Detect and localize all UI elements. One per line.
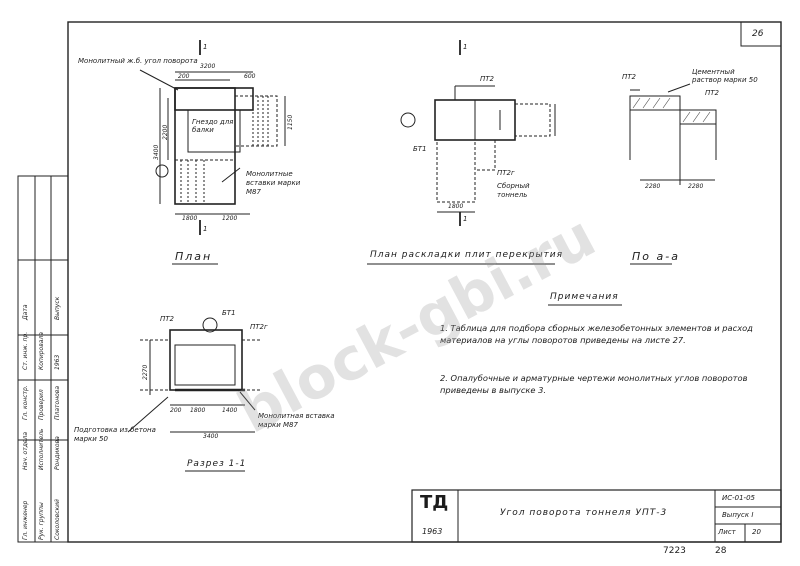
side-stamp-col1-3: Ст. инж. пр. [22,331,29,370]
plan-dim-5: 1150 [287,114,294,130]
side-stamp-col3-1: Рондикова [54,436,61,470]
s11-label-bt1: БТ1 [222,309,236,317]
plan-dim-3: 3400 [153,144,160,160]
notes-heading: Примечания [550,292,619,302]
aa-label-mortar: Цементный раствор марки 50 [692,68,758,84]
layout-dim-0: 1800 [448,203,464,210]
layout-title: План раскладки плит перекрытия [370,250,564,260]
s11-dim-0: 2270 [142,364,149,380]
layout-label-bt1: БТ1 [413,145,427,153]
side-stamp-col1-4: Дата [22,304,29,320]
s11-dim-1: 200 [170,407,182,414]
stamp-code: ИС-01-05 [722,494,755,502]
plan-dim-1: 200 [178,73,190,80]
s11-title: Разрез 1-1 [187,459,247,469]
s11-label-insert: Монолитная вставка марки М87 [258,412,335,429]
side-stamp-col1-0: Гл. инженер [22,500,29,540]
side-stamp-col3-0: Соколовский [54,499,61,540]
plan-dim-0: 3200 [200,63,216,70]
side-stamp-col2-1: Исполнитель [38,428,45,470]
plan-label-socket: Гнездо для балки [192,118,234,134]
stamp-logo: ТД [420,492,449,513]
plan-section-mark-bottom: 1 [203,225,208,233]
notes-item-1: 1. Таблица для подбора сборных железобет… [440,323,753,345]
side-stamp-col2-0: Рук. группы [38,502,45,540]
side-stamp-col3-2: Платонова [54,386,61,420]
stamp-sheet-no: 20 [752,528,761,536]
aa-dim-0: 2280 [645,183,661,190]
plan-dim-4: 2200 [162,124,169,140]
s11-dim-2: 1800 [190,407,206,414]
side-stamp-col1-2: Гл. констр. [22,385,29,420]
stamp-year: 1963 [422,527,443,536]
plan-label-corner: Монолитный ж.б. угол поворота [78,57,198,65]
notes-item-2: 2. Опалубочные и арматурные чертежи моно… [440,373,748,395]
plan-dim-2: 600 [244,73,256,80]
layout-label-pt2: ПТ2 [480,75,494,83]
s11-label-pt2g: ПТ2г [250,323,268,331]
side-stamp-col3-4: Выпуск [54,296,61,320]
plan-section-mark-top: 1 [203,43,208,51]
s11-dim-3: 1400 [222,407,238,414]
s11-dim-4: 3400 [203,433,219,440]
corner-sheet-number: 26 [752,29,764,39]
side-stamp-col3-3: 1963 [54,354,61,370]
aa-label-pt2-right: ПТ2 [705,89,719,97]
side-stamp-col2-3: Копировала [38,332,45,370]
stamp-title: Угол поворота тоннеля УПТ-3 [500,508,668,518]
inventory-number: 7223 [663,546,686,556]
layout-label-sborny: Сборный тоннель [497,182,530,199]
s11-label-pt2: ПТ2 [160,315,174,323]
stamp-sheet-label: Лист [718,528,736,536]
plan-title: План [175,250,213,263]
plan-dim-6: 1800 [182,215,198,222]
page-number: 28 [715,546,727,556]
layout-section-mark-top: 1 [463,43,468,51]
aa-title: По а-а [632,250,680,263]
s11-label-prep: Подготовка из бетона марки 50 [74,426,156,443]
layout-section-mark-bottom: 1 [463,215,468,223]
layout-label-pt2g: ПТ2г [497,169,515,177]
aa-label-pt2-left: ПТ2 [622,73,636,81]
aa-dim-1: 2280 [688,183,704,190]
side-stamp-col1-1: Нач. отдела [22,431,29,470]
plan-dim-7: 1200 [222,215,238,222]
side-stamp-col2-2: Проверил [38,389,45,420]
stamp-issue: Выпуск I [722,511,754,519]
plan-label-inserts: Монолитные вставки марки М87 [246,170,301,196]
